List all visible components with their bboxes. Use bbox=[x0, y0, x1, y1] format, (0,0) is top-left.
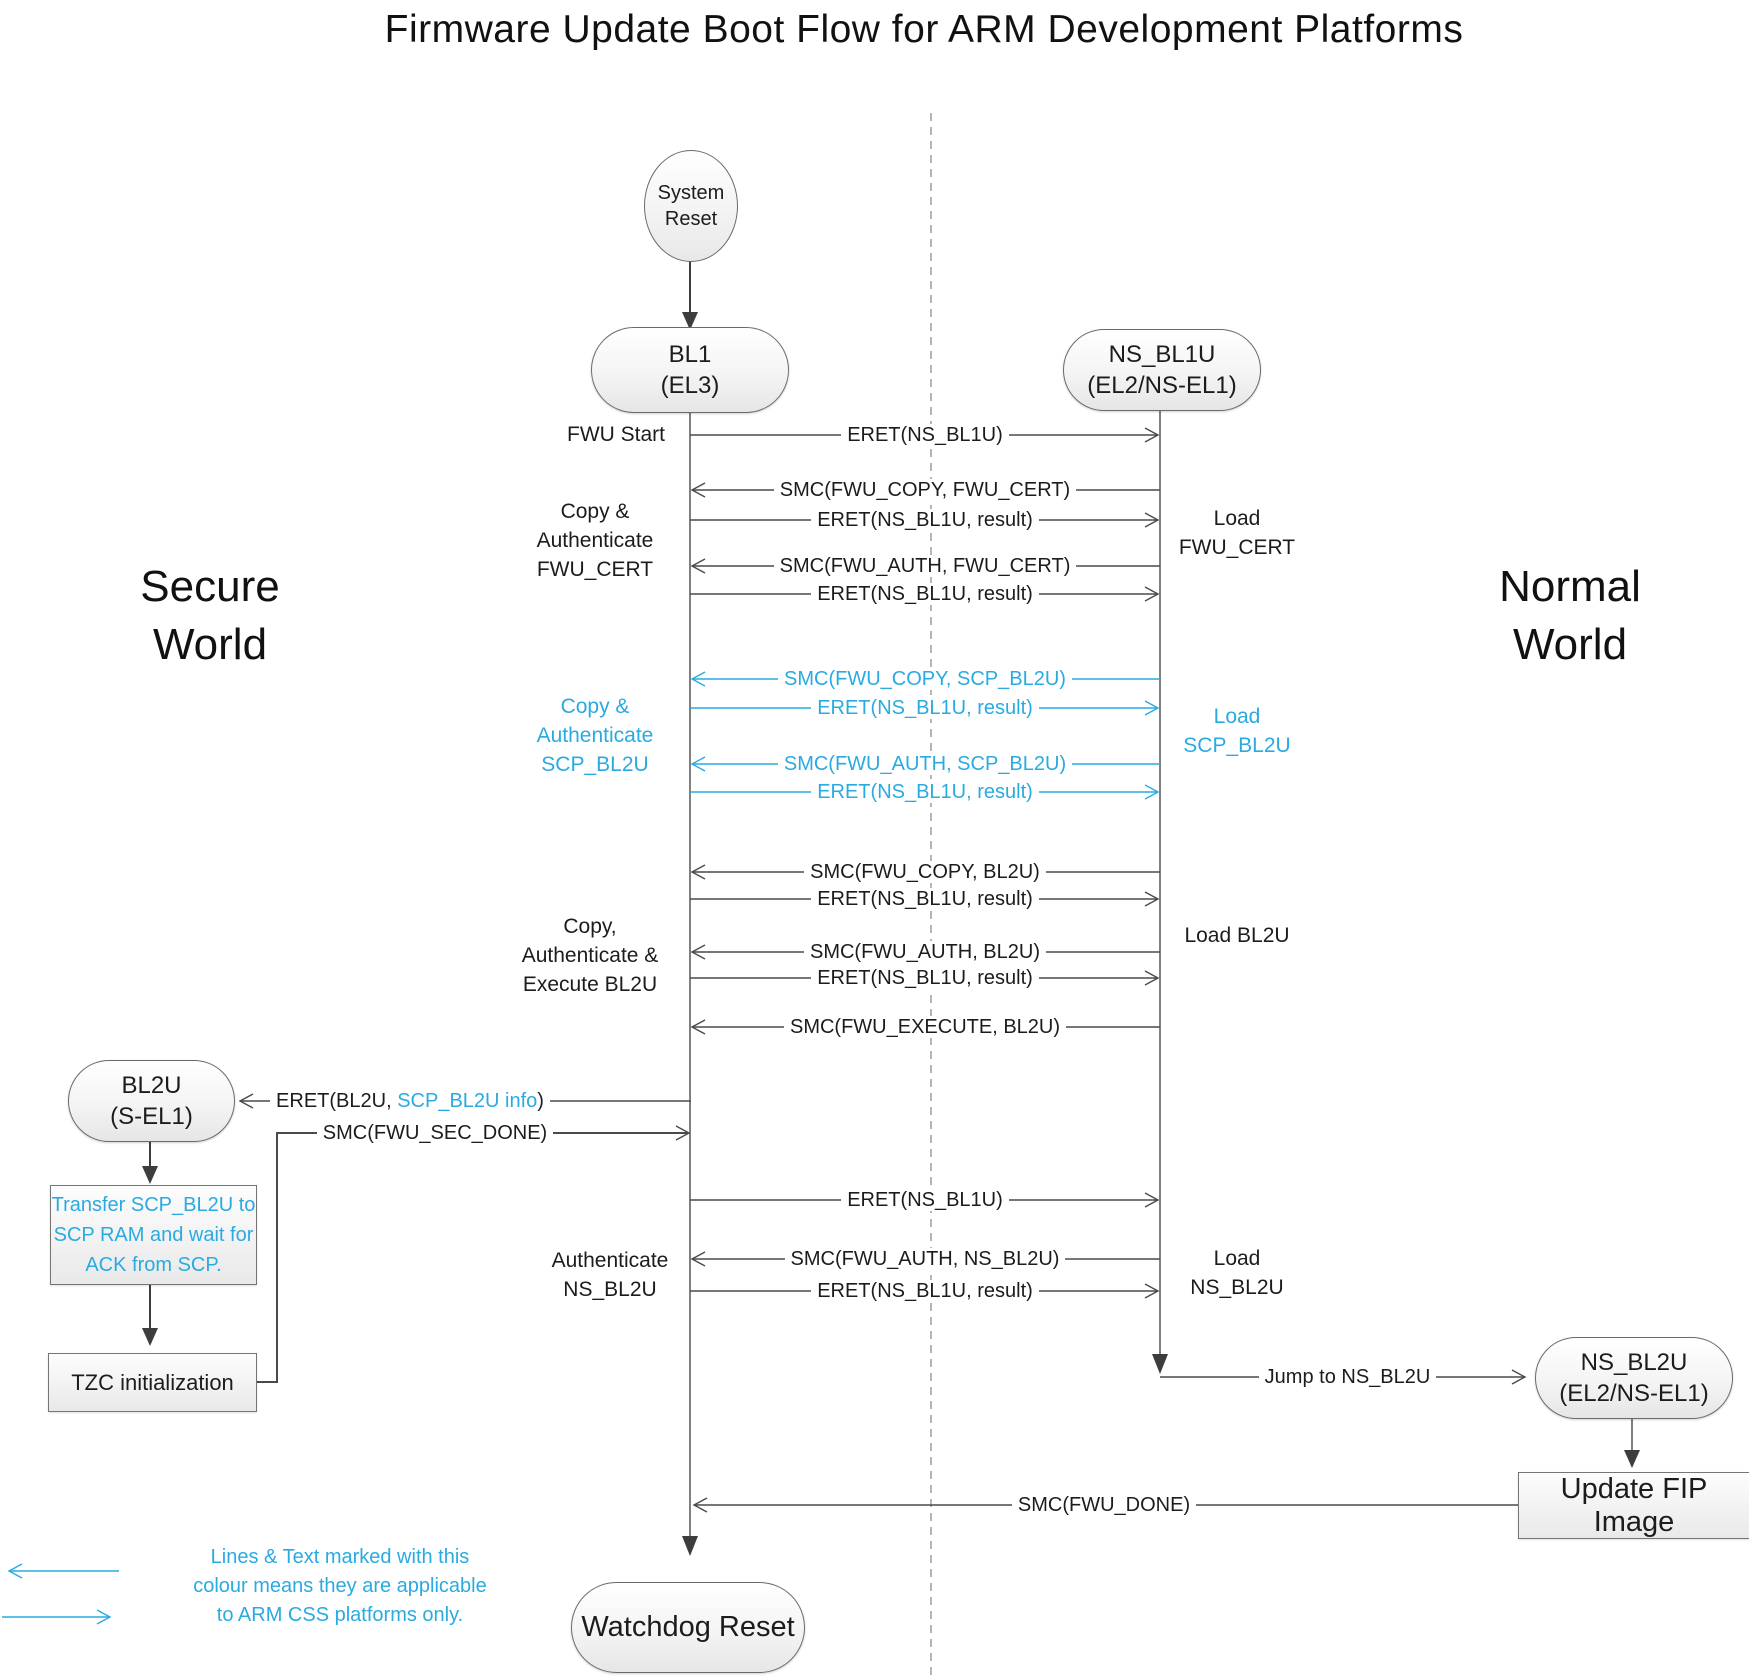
bl1-lifeline bbox=[682, 410, 698, 1556]
transfer-line3: ACK from SCP. bbox=[85, 1254, 222, 1276]
transfer-scp-bl2u-box: Transfer SCP_BL2U to SCP RAM and wait fo… bbox=[50, 1185, 257, 1285]
message-smc-fwu-done: SMC(FWU_DONE) bbox=[690, 1491, 1518, 1519]
label-copy-authenticate-execute-bl2u: Copy, Authenticate & Execute BL2U bbox=[521, 915, 659, 996]
bl2u-node: BL2U (S-EL1) bbox=[68, 1060, 235, 1142]
message-eret-result-4: ERET(NS_BL1U, result) bbox=[690, 778, 1160, 806]
message-eret-result-3: ERET(NS_BL1U, result) bbox=[690, 694, 1160, 722]
normal-world-line1: Normal bbox=[1499, 562, 1641, 611]
transfer-line1: Transfer SCP_BL2U to bbox=[51, 1194, 256, 1216]
system-reset-line2: Reset bbox=[664, 208, 718, 230]
label-load-scp-bl2u: Load SCP_BL2U bbox=[1183, 705, 1291, 757]
ns-bl2u-label: NS_BL2U bbox=[1580, 1349, 1688, 1376]
update-fip-image-box: Update FIP Image bbox=[1518, 1472, 1749, 1539]
arrow-transfer-to-tzc-box bbox=[142, 1283, 158, 1346]
arrow-bl2u-to-transfer-box bbox=[142, 1140, 158, 1184]
message-smc-fwu-auth-fwu-cert: SMC(FWU_AUTH, FWU_CERT) bbox=[690, 552, 1160, 580]
secure-world-line1: Secure bbox=[140, 562, 280, 611]
secure-world-line2: World bbox=[152, 620, 268, 669]
message-smc-fwu-copy-bl2u: SMC(FWU_COPY, BL2U) bbox=[690, 858, 1160, 886]
message-eret-ns-bl1u-1: ERET(NS_BL1U) bbox=[690, 421, 1160, 449]
bl1-exception-level: (EL3) bbox=[660, 372, 720, 399]
bl2u-exception-level: (S-EL1) bbox=[110, 1103, 193, 1130]
tzc-initialization-box: TZC initialization bbox=[48, 1353, 257, 1412]
watchdog-reset-label: Watchdog Reset bbox=[581, 1611, 795, 1643]
message-eret-result-2: ERET(NS_BL1U, result) bbox=[690, 580, 1160, 608]
arrow-system-reset-to-bl1 bbox=[682, 260, 698, 330]
scp-bl2u-info-highlight: SCP_BL2U info bbox=[397, 1090, 538, 1112]
secure-world-label: Secure World bbox=[40, 558, 380, 674]
message-eret-result-1: ERET(NS_BL1U, result) bbox=[690, 506, 1160, 534]
message-smc-fwu-execute-bl2u: SMC(FWU_EXECUTE, BL2U) bbox=[690, 1013, 1160, 1041]
arrow-ns-bl2u-to-update-fip bbox=[1624, 1417, 1640, 1468]
ns-bl2u-exception-level: (EL2/NS-EL1) bbox=[1559, 1380, 1709, 1407]
label-load-ns-bl2u: Load NS_BL2U bbox=[1190, 1247, 1284, 1299]
message-smc-fwu-sec-done: SMC(FWU_SEC_DONE) bbox=[250, 1119, 620, 1147]
message-smc-fwu-copy-fwu-cert: SMC(FWU_COPY, FWU_CERT) bbox=[690, 476, 1160, 504]
message-smc-fwu-copy-scp-bl2u: SMC(FWU_COPY, SCP_BL2U) bbox=[690, 665, 1160, 693]
message-eret-result-6: ERET(NS_BL1U, result) bbox=[690, 964, 1160, 992]
transfer-line2: SCP RAM and wait for bbox=[53, 1224, 254, 1246]
bl1-label: BL1 bbox=[668, 341, 712, 368]
label-load-bl2u: Load BL2U bbox=[1184, 924, 1290, 947]
message-smc-fwu-auth-bl2u: SMC(FWU_AUTH, BL2U) bbox=[690, 938, 1160, 966]
label-copy-authenticate-scp-bl2u: Copy & Authenticate SCP_BL2U bbox=[536, 695, 654, 776]
update-fip-label: Update FIP Image bbox=[1560, 1472, 1708, 1538]
ns-bl2u-node: NS_BL2U (EL2/NS-EL1) bbox=[1535, 1337, 1733, 1419]
system-reset-node: System Reset bbox=[644, 150, 738, 262]
bl2u-label: BL2U bbox=[121, 1072, 182, 1099]
tzc-label: TZC initialization bbox=[71, 1369, 234, 1395]
ns-bl1u-node: NS_BL1U (EL2/NS-EL1) bbox=[1063, 329, 1261, 411]
label-load-fwu-cert: Load FWU_CERT bbox=[1178, 507, 1296, 559]
message-eret-ns-bl1u-2: ERET(NS_BL1U) bbox=[690, 1186, 1160, 1214]
label-authenticate-ns-bl2u: Authenticate NS_BL2U bbox=[551, 1249, 669, 1301]
legend-right-arrow-css-only bbox=[2, 1609, 112, 1625]
system-reset-line1: System bbox=[657, 182, 725, 204]
bl1-node: BL1 (EL3) bbox=[591, 327, 789, 413]
message-smc-fwu-auth-ns-bl2u: SMC(FWU_AUTH, NS_BL2U) bbox=[690, 1245, 1160, 1273]
label-copy-authenticate-fwu-cert: Copy & Authenticate FWU_CERT bbox=[536, 500, 654, 581]
message-smc-fwu-auth-scp-bl2u: SMC(FWU_AUTH, SCP_BL2U) bbox=[690, 750, 1160, 778]
normal-world-label: Normal World bbox=[1400, 558, 1740, 674]
message-eret-result-5: ERET(NS_BL1U, result) bbox=[690, 885, 1160, 913]
label-fwu-start: FWU Start bbox=[567, 423, 665, 446]
message-eret-bl2u-scp-bl2u-info: ERET(BL2U, SCP_BL2U info) bbox=[260, 1087, 560, 1115]
legend-css-platforms-note: Lines & Text marked with this colour mea… bbox=[193, 1546, 487, 1626]
ns-bl1u-label: NS_BL1U bbox=[1108, 341, 1216, 368]
ns-bl1u-exception-level: (EL2/NS-EL1) bbox=[1087, 372, 1237, 399]
legend-left-arrow-css-only bbox=[7, 1563, 119, 1579]
message-jump-to-ns-bl2u: Jump to NS_BL2U bbox=[1160, 1363, 1535, 1391]
message-eret-result-7: ERET(NS_BL1U, result) bbox=[690, 1277, 1160, 1305]
page-title: Firmware Update Boot Flow for ARM Develo… bbox=[384, 8, 1464, 51]
normal-world-line2: World bbox=[1512, 620, 1628, 669]
watchdog-reset-node: Watchdog Reset bbox=[571, 1582, 805, 1673]
